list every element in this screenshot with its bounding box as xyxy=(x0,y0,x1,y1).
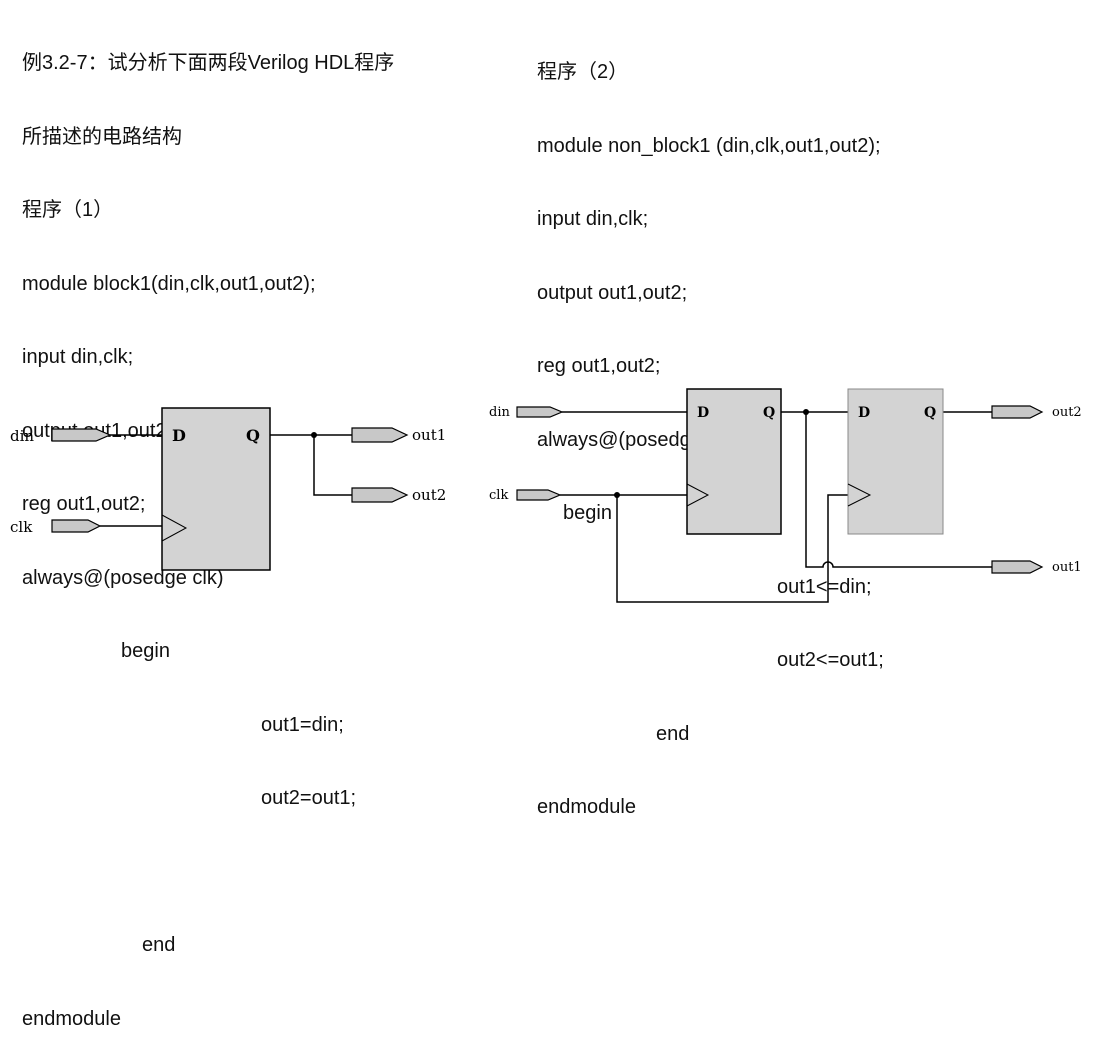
clock-triangle xyxy=(847,483,872,507)
pin-q: Q xyxy=(763,405,775,421)
flip-flop-2 xyxy=(847,388,944,535)
input-port-din xyxy=(516,406,564,418)
code-line: input din,clk; xyxy=(22,346,134,368)
pin-q: Q xyxy=(246,426,260,445)
flip-flop-1 xyxy=(686,388,782,535)
code-line: module non_block1 (din,clk,out1,out2); xyxy=(537,134,881,157)
code-line: output out1,out2; xyxy=(537,281,688,304)
input-port-clk xyxy=(51,519,102,533)
code-line: end xyxy=(142,934,176,956)
label-clk: clk xyxy=(10,518,33,536)
code-line: begin xyxy=(563,502,612,524)
wire-out1 xyxy=(805,412,992,568)
wire-clk-ff2 xyxy=(616,494,848,603)
code-line: module block1(din,clk,out1,out2); xyxy=(22,272,316,295)
code-line: out1<=din; xyxy=(777,575,872,598)
clock-triangle xyxy=(161,514,188,542)
code-line: end xyxy=(656,722,690,745)
label-din: din xyxy=(10,427,34,445)
code-line: out1=din; xyxy=(261,713,344,736)
code-line: endmodule xyxy=(537,796,636,818)
code-line: input din,clk; xyxy=(537,208,649,230)
label-out2: out2 xyxy=(1052,405,1082,420)
output-port-out2 xyxy=(351,487,409,503)
code-line: reg out1,out2; xyxy=(537,355,661,377)
circuit-diagrams: din clk out1 out2 D Q din clk out2 out1 … xyxy=(10,388,1082,603)
flip-flop xyxy=(161,407,271,571)
label-out1: out1 xyxy=(412,426,446,444)
code-line: endmodule xyxy=(22,1007,121,1030)
output-port-out2 xyxy=(991,405,1044,419)
label-din: din xyxy=(489,405,510,420)
junction-dot xyxy=(803,409,809,415)
input-port-clk xyxy=(516,489,562,501)
wire-q-out2 xyxy=(313,435,352,496)
input-port-din xyxy=(51,428,112,442)
label-clk: clk xyxy=(489,488,508,503)
code-line: out2=out1; xyxy=(261,787,357,809)
code-line xyxy=(22,860,394,885)
junction-dot xyxy=(614,492,620,498)
program-1-label: 程序（1） xyxy=(22,199,114,221)
pin-q: Q xyxy=(924,405,936,421)
pin-d: D xyxy=(697,405,709,421)
code-line: reg out1,out2; xyxy=(22,493,146,515)
output-port-out1 xyxy=(991,560,1044,574)
label-out1: out1 xyxy=(1052,560,1082,575)
example-title: 例3.2-7：试分析下面两段Verilog HDL程序 xyxy=(22,52,395,74)
pin-d: D xyxy=(172,426,186,445)
label-out2: out2 xyxy=(412,486,446,504)
clock-triangle xyxy=(686,483,710,507)
pin-d: D xyxy=(858,405,870,421)
program-2-label: 程序（2） xyxy=(537,61,629,83)
output-port-out1 xyxy=(351,427,409,443)
code-line: out2<=out1; xyxy=(777,649,884,671)
code-line: always@(posedge clk) xyxy=(22,566,224,589)
junction-dot xyxy=(311,432,317,438)
example-title-cont: 所描述的电路结构 xyxy=(22,125,182,148)
code-line: begin xyxy=(121,640,170,662)
